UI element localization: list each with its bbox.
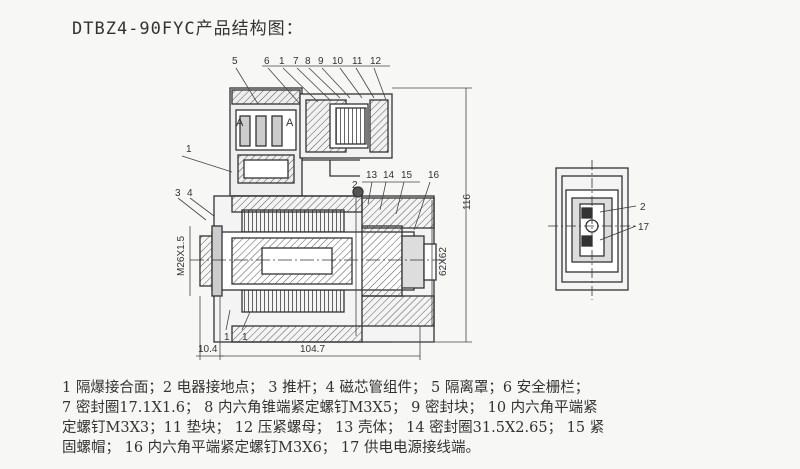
side-view	[548, 160, 637, 300]
coil-lower	[241, 289, 345, 313]
legend-line-1: 1 隔爆接合面；2 电器接地点； 3 推杆；4 磁芯管组件； 5 隔离罩；6 安…	[62, 380, 590, 396]
part-label-1-top: 1	[279, 56, 285, 67]
dim-104-7: 104.7	[300, 344, 325, 355]
dim-10-4: 10.4	[198, 344, 218, 355]
dimension-labels: 116 62X62 M26X1.5 10.4 104.7	[176, 194, 473, 355]
part-label-8: 8	[305, 56, 311, 67]
right-part-numbers: 13 14 15 16	[366, 170, 440, 181]
part-label-1-left: 1	[186, 144, 192, 155]
part-label-15: 15	[401, 170, 413, 181]
part-label-3: 3	[175, 188, 181, 199]
part-label-4: 4	[187, 188, 193, 199]
legend-line-2: 7 密封圈17.1X1.6； 8 内六角锥端紧定螺钉M3X5； 9 密封块； 1…	[62, 400, 598, 416]
part-label-1-bottom-b: 1	[242, 332, 248, 343]
side-view-labels: 2 17	[638, 202, 650, 233]
part-label-5: 5	[232, 56, 238, 67]
main-section-view	[190, 87, 445, 343]
structure-drawing: 5 6 1 7 8 9 10 11 12 13 14 15 16 1 3 4 1…	[175, 56, 650, 360]
part-label-1-bottom-a: 1	[224, 332, 230, 343]
drawing-title: DTBZ4-90FYC产品结构图：	[72, 19, 304, 39]
section-mark-a-left: A	[236, 117, 244, 129]
parts-legend: 1 隔爆接合面；2 电器接地点； 3 推杆；4 磁芯管组件； 5 隔离罩；6 安…	[62, 378, 762, 458]
legend-line-4: 固螺帽； 16 内六角平端紧定螺钉M3X6； 17 供电电源接线端。	[62, 440, 480, 456]
top-part-numbers: 5 6 1 7 8 9 10 11 12	[232, 56, 382, 67]
part-label-11: 11	[352, 56, 363, 67]
dim-116: 116	[462, 194, 473, 210]
part-label-7: 7	[293, 56, 299, 67]
part-label-14: 14	[383, 170, 395, 181]
left-leaders	[177, 155, 357, 336]
section-mark-a-right: A	[286, 117, 294, 129]
part-label-9: 9	[318, 56, 324, 67]
dim-m26: M26X1.5	[176, 236, 187, 276]
part-label-12: 12	[370, 56, 382, 67]
coil-upper	[241, 209, 345, 233]
right-leaders	[362, 181, 431, 231]
part-label-2-main: 2	[352, 180, 358, 191]
part-label-13: 13	[366, 170, 378, 181]
part-label-10: 10	[332, 56, 344, 67]
side-label-2: 2	[640, 202, 646, 213]
part-label-6: 6	[264, 56, 270, 67]
side-label-17: 17	[638, 222, 650, 233]
part-label-16: 16	[428, 170, 440, 181]
dimension-lines	[189, 87, 472, 360]
top-leaders	[235, 65, 390, 105]
dim-62x62: 62X62	[438, 247, 449, 276]
section-marks: A A	[236, 117, 294, 129]
left-part-numbers: 1 3 4 1 1 2	[175, 144, 358, 343]
legend-line-3: 定螺钉M3X3；11 垫块； 12 压紧螺母； 13 壳体； 14 密封圈31.…	[62, 420, 605, 436]
